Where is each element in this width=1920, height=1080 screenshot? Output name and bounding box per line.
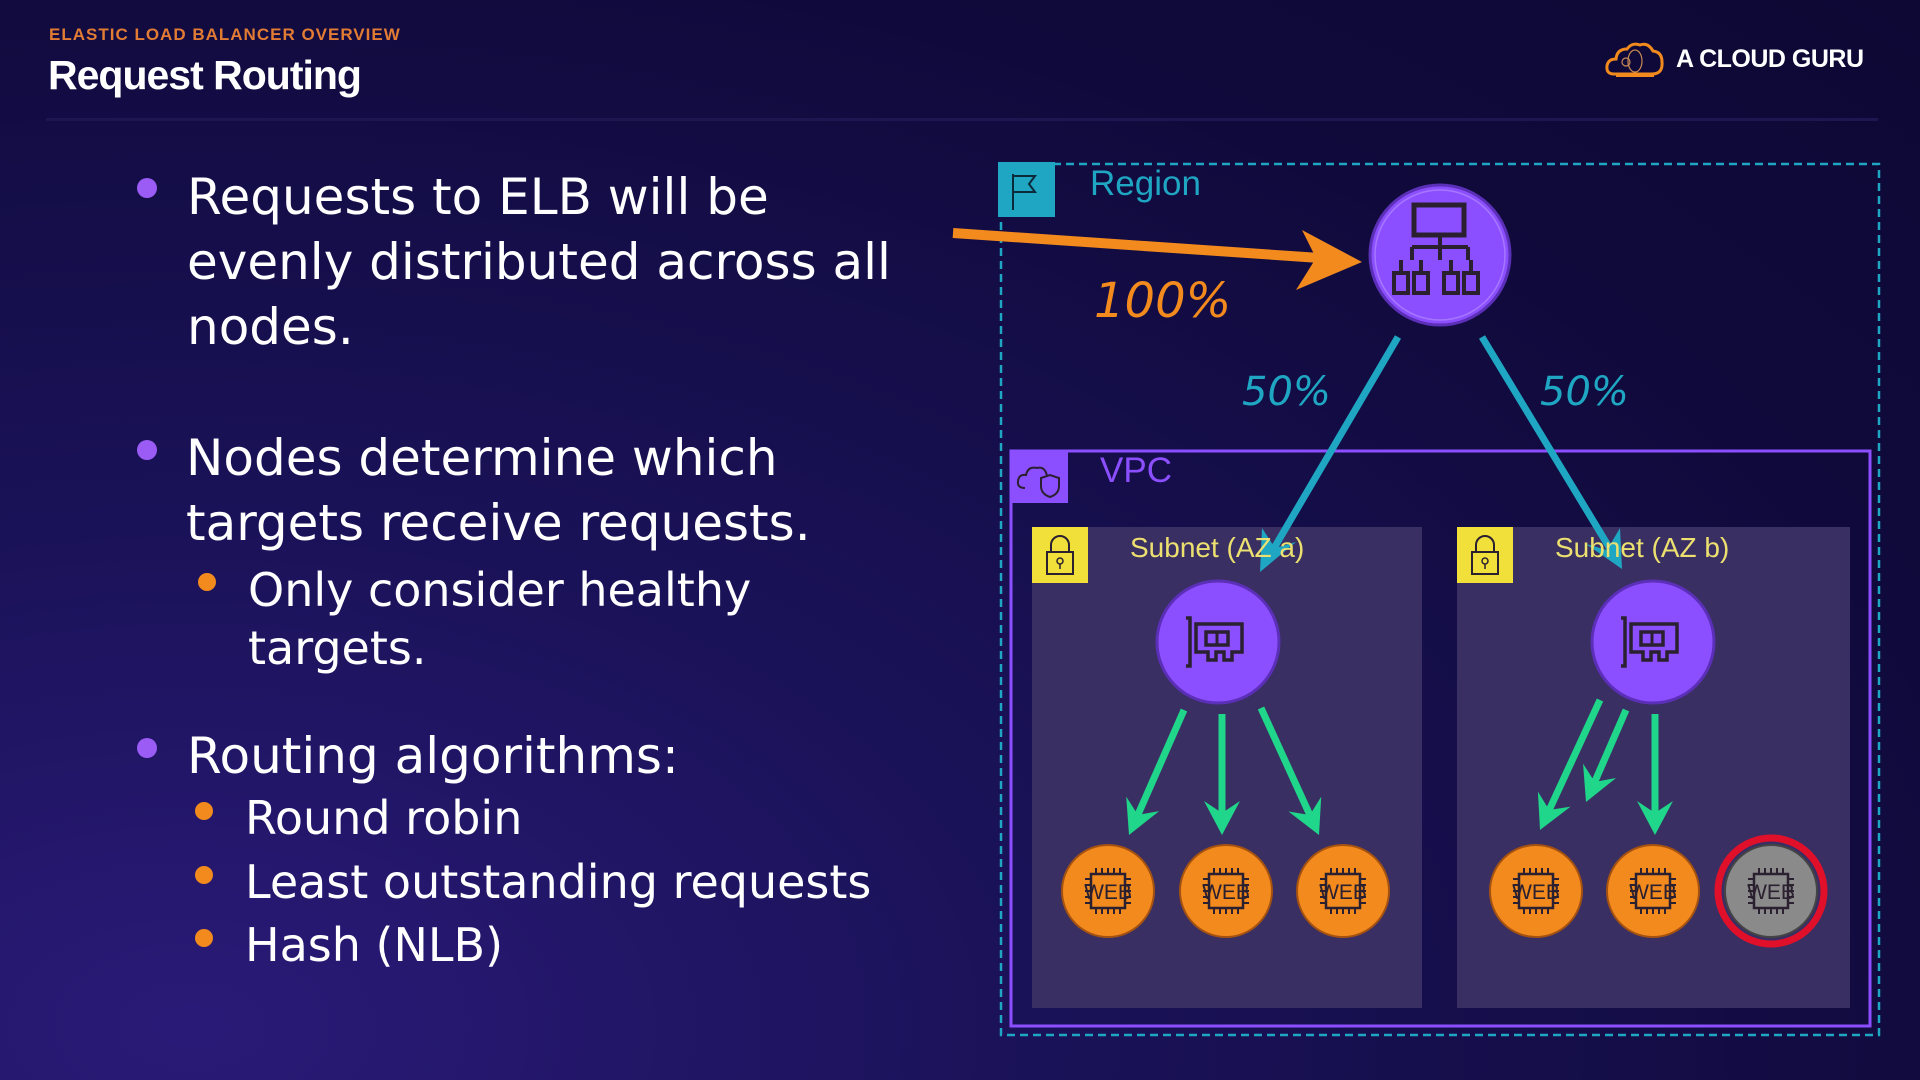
web-instance-icon: WEB bbox=[1489, 844, 1583, 938]
split-left-percent: 50% bbox=[1242, 369, 1331, 415]
header-divider bbox=[46, 118, 1878, 121]
bullet-text: Routing algorithms: bbox=[187, 727, 679, 785]
elb-node-az-b-icon bbox=[1590, 579, 1716, 705]
web-instances: WEB WEB WEB WEB WEB WEB bbox=[1061, 834, 1828, 948]
instance-label: WEB bbox=[1747, 881, 1795, 904]
sub-bullet-dot bbox=[198, 573, 216, 591]
sub-bullet-dot bbox=[195, 929, 213, 947]
bullet-dot bbox=[137, 738, 157, 758]
instance-label: WEB bbox=[1084, 881, 1132, 904]
routing-arrow bbox=[1637, 714, 1673, 835]
sub-bullet-text: Only consider healthy bbox=[248, 563, 752, 617]
instance-label: WEB bbox=[1319, 881, 1367, 904]
subnet-label: Subnet (AZ a) bbox=[1130, 532, 1304, 563]
page-title: Request Routing bbox=[48, 52, 362, 98]
routing-arrow bbox=[1257, 706, 1322, 835]
bullet-text: nodes. bbox=[187, 298, 354, 356]
bullet-dot bbox=[137, 178, 157, 198]
unhealthy-web-instance-icon: WEB bbox=[1714, 834, 1828, 948]
bullet-text: Nodes determine which bbox=[186, 429, 778, 487]
cloud-logo-icon bbox=[1605, 42, 1664, 77]
routing-arrow bbox=[1583, 708, 1630, 802]
incoming-traffic-arrow bbox=[952, 228, 1362, 290]
incoming-percent: 100% bbox=[1094, 273, 1231, 329]
bullet-text: evenly distributed across all bbox=[187, 233, 891, 291]
a-cloud-guru-logo: A CLOUD GURU bbox=[1604, 40, 1864, 78]
region-boundary bbox=[999, 162, 1881, 1037]
split-right-percent: 50% bbox=[1540, 369, 1629, 415]
web-instance-icon: WEB bbox=[1296, 844, 1390, 938]
web-instance-icon: WEB bbox=[1179, 844, 1273, 938]
vpc-label: VPC bbox=[1100, 451, 1172, 490]
sub-bullet-dot bbox=[195, 866, 213, 884]
bullet-text: Requests to ELB will be bbox=[187, 168, 769, 226]
region-flag-icon bbox=[998, 162, 1055, 217]
sub-bullet-text: Least outstanding requests bbox=[245, 855, 872, 909]
sub-bullet-text: Hash (NLB) bbox=[245, 918, 504, 972]
split-arrow-left bbox=[1260, 335, 1402, 572]
web-instance-icon: WEB bbox=[1606, 844, 1700, 938]
subnet-lock-icon bbox=[1457, 527, 1513, 583]
instance-label: WEB bbox=[1629, 881, 1677, 904]
bullet-dot bbox=[137, 440, 157, 460]
vpc-cloud-shield-icon bbox=[1011, 450, 1068, 503]
routing-arrows bbox=[1126, 698, 1673, 835]
split-arrow-right bbox=[1479, 335, 1622, 569]
instance-label: WEB bbox=[1202, 881, 1250, 904]
routing-arrow bbox=[1204, 714, 1240, 835]
bullet-text: targets receive requests. bbox=[186, 494, 811, 552]
sub-bullet-text: Round robin bbox=[245, 791, 523, 845]
instance-label: WEB bbox=[1512, 881, 1560, 904]
routing-arrow bbox=[1537, 698, 1604, 830]
load-balancer-icon bbox=[1368, 183, 1512, 327]
routing-arrow bbox=[1126, 708, 1188, 835]
vpc-boundary bbox=[1009, 449, 1872, 1028]
region-label: Region bbox=[1090, 164, 1201, 203]
web-instance-icon: WEB bbox=[1061, 844, 1155, 938]
subnet-label: Subnet (AZ b) bbox=[1555, 532, 1729, 563]
elb-node-az-a-icon bbox=[1155, 579, 1281, 705]
subnet-lock-icon bbox=[1032, 527, 1088, 583]
section-kicker: ELASTIC LOAD BALANCER OVERVIEW bbox=[49, 25, 401, 44]
logo-text: A CLOUD GURU bbox=[1676, 44, 1864, 73]
sub-bullet-dot bbox=[195, 802, 213, 820]
sub-bullet-text: targets. bbox=[248, 621, 427, 675]
